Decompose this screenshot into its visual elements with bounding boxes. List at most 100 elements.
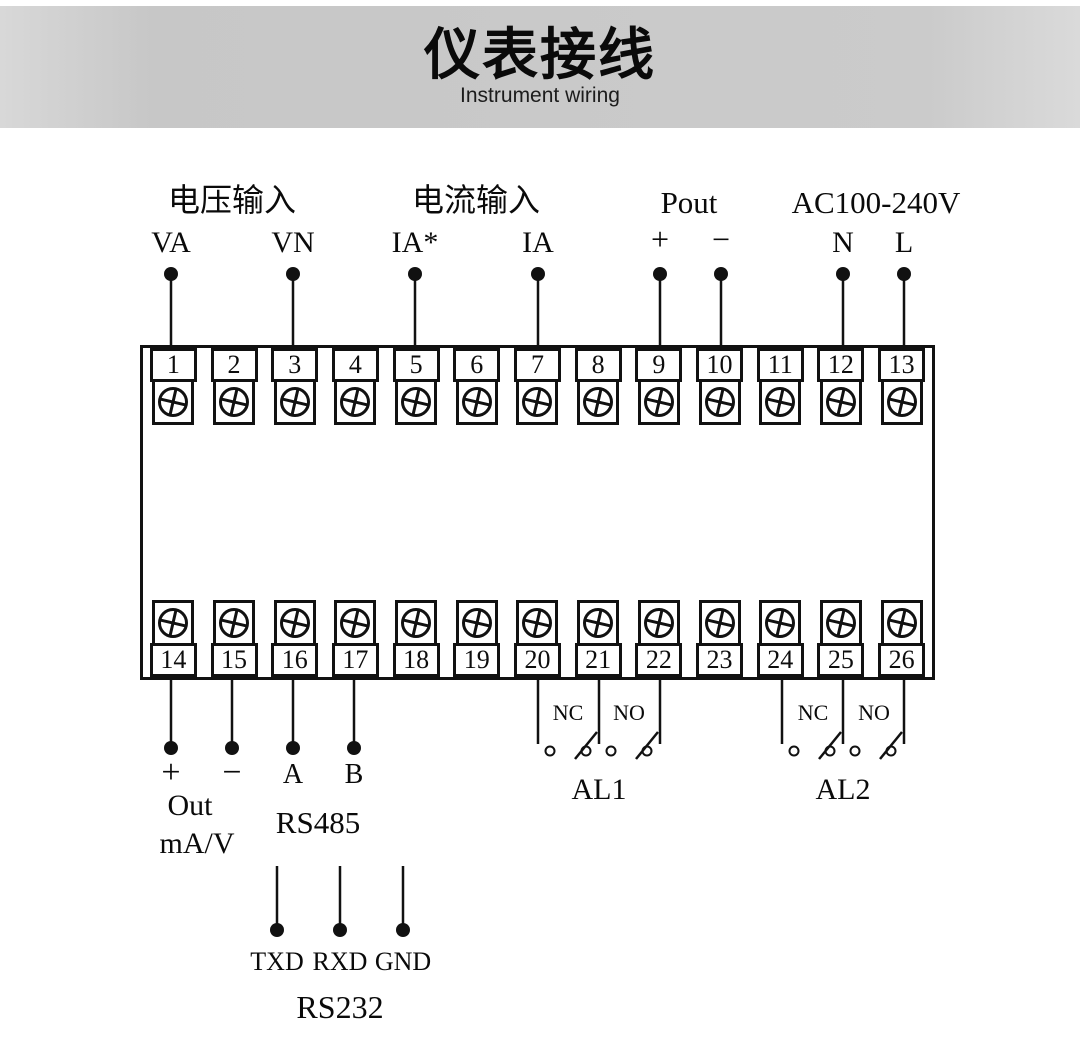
screw-terminal-15: [213, 600, 256, 646]
terminal-column: 8: [568, 348, 629, 425]
terminal-column: 10: [689, 348, 750, 425]
terminal-2: 2: [210, 348, 258, 382]
terminal-column: 26: [871, 600, 932, 677]
screw-terminal-14: [152, 600, 195, 646]
screw-icon: [219, 387, 250, 417]
terminal-column: 25: [811, 600, 872, 677]
label-voltage-input: 电压输入: [167, 182, 297, 218]
screw-terminal-19: [455, 600, 498, 646]
terminal-row-bottom: 14 15 16 17 18 19 20 21 22 23 24 25 26: [143, 600, 932, 677]
screw-terminal-3: [273, 379, 316, 425]
rs232-leads: [270, 866, 410, 937]
alarm2-no-label: NO: [858, 700, 890, 725]
screw-icon: [886, 608, 917, 638]
analog-out-label: Out: [167, 789, 213, 822]
analog-out-and-rs485-leads: [164, 680, 361, 755]
terminal-column: 3: [264, 348, 325, 425]
terminal-6: 6: [453, 348, 501, 382]
terminal-column: 13: [871, 348, 932, 425]
alarm1-label: AL1: [571, 773, 627, 806]
terminal-5: 5: [392, 348, 440, 382]
terminal-17: 17: [331, 643, 379, 677]
terminal-column: 23: [689, 600, 750, 677]
screw-icon: [279, 387, 310, 417]
label-ac-power: AC100-240V: [791, 185, 961, 220]
terminal-row-top: 1 2 3 4 5 6 7 8 9 10 11 12 13: [143, 348, 932, 425]
terminal-13: 13: [878, 348, 926, 382]
screw-icon: [279, 608, 310, 638]
screw-icon: [765, 608, 796, 638]
pin-label-ia: IA: [522, 226, 554, 259]
screw-icon: [643, 387, 674, 417]
header-banner: 仪表接线 Instrument wiring: [0, 6, 1080, 128]
screw-terminal-10: [698, 379, 741, 425]
pin-label-l: L: [894, 226, 914, 259]
screw-icon: [886, 387, 917, 417]
pin-label-pout-minus: −: [711, 221, 731, 257]
pin-label-ia-star: IA*: [391, 226, 439, 259]
terminal-column: 9: [629, 348, 690, 425]
terminal-column: 5: [386, 348, 447, 425]
screw-terminal-25: [819, 600, 862, 646]
terminal-9: 9: [635, 348, 683, 382]
screw-terminal-9: [637, 379, 680, 425]
terminal-column: 21: [568, 600, 629, 677]
terminal-column: 1: [143, 348, 204, 425]
terminal-25: 25: [817, 643, 865, 677]
rs232-gnd-label: GND: [374, 947, 432, 976]
terminal-26: 26: [878, 643, 926, 677]
screw-terminal-18: [395, 600, 438, 646]
page-subtitle: Instrument wiring: [460, 84, 620, 108]
rs232-rxd-label: RXD: [312, 947, 368, 976]
screw-terminal-4: [334, 379, 377, 425]
rs232-txd-label: TXD: [250, 947, 304, 976]
terminal-7: 7: [513, 348, 561, 382]
screw-terminal-17: [334, 600, 377, 646]
alarm1-no-label: NO: [613, 700, 645, 725]
screw-terminal-16: [273, 600, 316, 646]
screw-terminal-22: [637, 600, 680, 646]
screw-icon: [825, 608, 856, 638]
screw-icon: [583, 608, 614, 638]
pin-label-vn: VN: [271, 226, 315, 259]
screw-icon: [401, 608, 432, 638]
terminal-24: 24: [756, 643, 804, 677]
screw-terminal-6: [455, 379, 498, 425]
terminal-column: 11: [750, 348, 811, 425]
page-title: 仪表接线: [424, 22, 656, 86]
screw-terminal-13: [880, 379, 923, 425]
screw-icon: [704, 608, 735, 638]
terminal-12: 12: [817, 348, 865, 382]
rs485-b-label: B: [344, 759, 364, 790]
label-current-input: 电流输入: [411, 182, 541, 218]
screw-icon: [401, 387, 432, 417]
terminal-19: 19: [453, 643, 501, 677]
rs232-label: RS232: [296, 989, 384, 1025]
terminal-20: 20: [513, 643, 561, 677]
screw-terminal-7: [516, 379, 559, 425]
terminal-column: 2: [204, 348, 265, 425]
terminal-8: 8: [574, 348, 622, 382]
terminal-14: 14: [149, 643, 197, 677]
screw-icon: [825, 387, 856, 417]
analog-out-unit-label: mA/V: [159, 827, 235, 860]
terminal-column: 24: [750, 600, 811, 677]
terminal-column: 16: [264, 600, 325, 677]
terminal-column: 20: [507, 600, 568, 677]
screw-icon: [158, 387, 189, 417]
screw-icon: [704, 387, 735, 417]
terminal-1: 1: [149, 348, 197, 382]
pin-label-n: N: [832, 226, 854, 259]
screw-terminal-8: [577, 379, 620, 425]
screw-terminal-11: [759, 379, 802, 425]
terminal-column: 6: [446, 348, 507, 425]
alarm1-nc-label: NC: [552, 700, 584, 725]
terminal-15: 15: [210, 643, 258, 677]
terminal-column: 14: [143, 600, 204, 677]
pin-label-va: VA: [151, 226, 191, 259]
terminal-column: 4: [325, 348, 386, 425]
terminal-column: 15: [204, 600, 265, 677]
analog-out-plus-label: +: [161, 754, 181, 791]
screw-icon: [340, 387, 371, 417]
terminal-block: 1 2 3 4 5 6 7 8 9 10 11 12 13 14 15 16 1…: [140, 345, 935, 680]
